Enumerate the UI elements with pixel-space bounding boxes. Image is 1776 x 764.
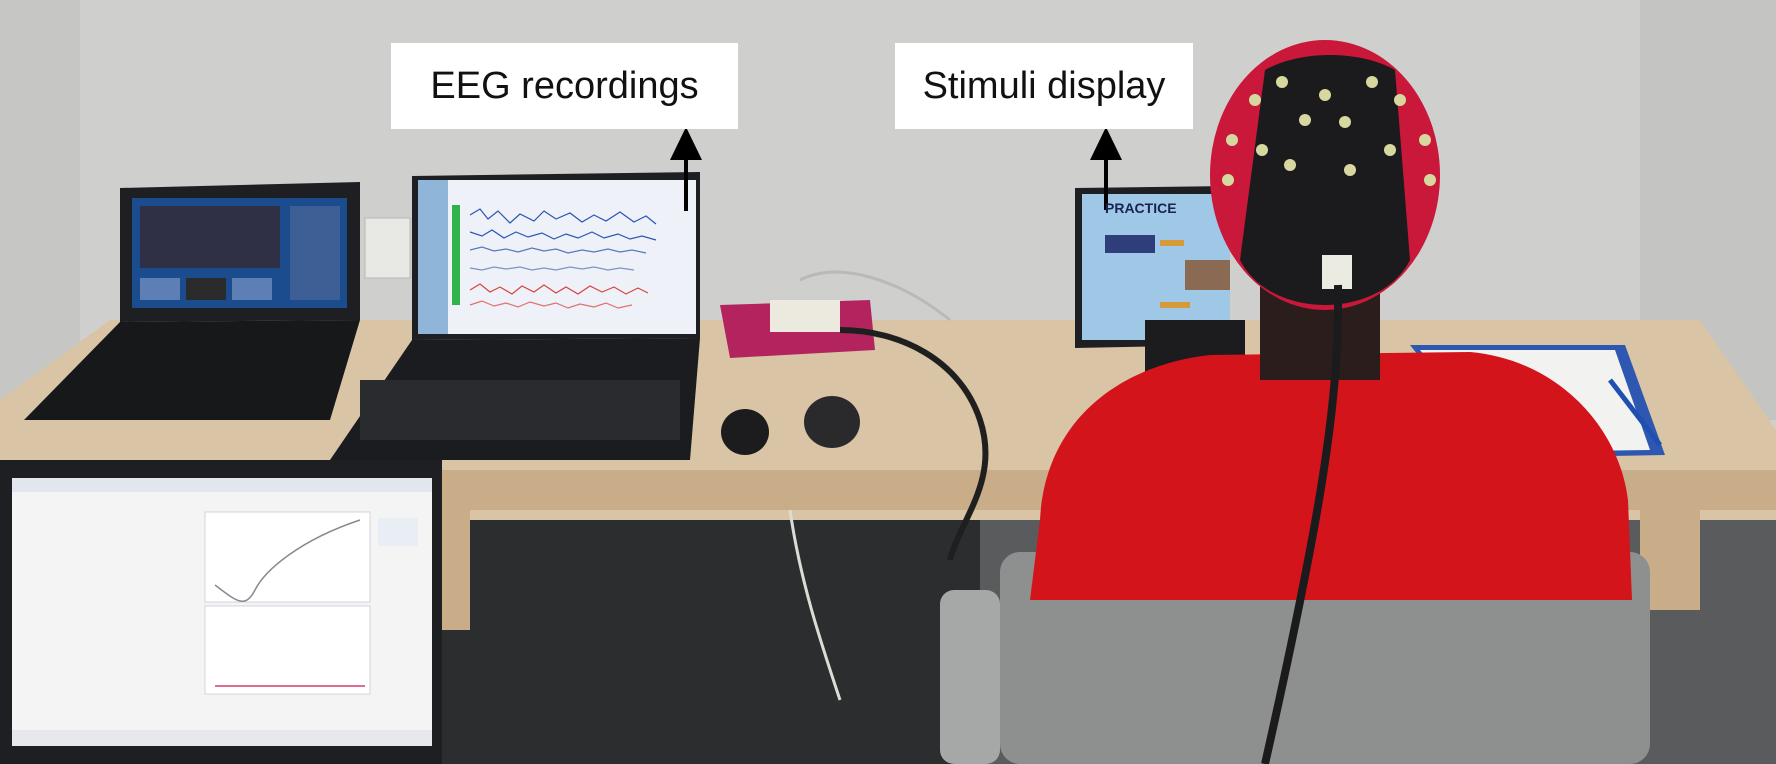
under-desk bbox=[440, 500, 980, 764]
cable bbox=[839, 327, 989, 561]
stimuli-display-label: Stimuli display bbox=[895, 43, 1193, 129]
pen bbox=[1608, 378, 1662, 447]
cap-cable bbox=[1261, 284, 1343, 764]
wall-socket bbox=[364, 217, 411, 279]
arrow-up-icon bbox=[1090, 127, 1122, 210]
inset-taskbar bbox=[12, 730, 432, 746]
amplifier-box bbox=[770, 300, 840, 332]
practice-slide-title: PRACTICE bbox=[1105, 200, 1177, 216]
desk-leg bbox=[440, 510, 470, 630]
cap-connector bbox=[1322, 255, 1352, 289]
mouse-2 bbox=[804, 396, 860, 448]
left-wall bbox=[0, 0, 80, 400]
mouse-1 bbox=[721, 409, 769, 455]
eeg-screen bbox=[418, 180, 696, 334]
eeg-electrodes bbox=[1222, 76, 1436, 186]
laptop-1-waveform-panel bbox=[140, 206, 280, 268]
eeg-traces bbox=[469, 208, 657, 309]
inset-chart-2 bbox=[204, 605, 371, 695]
eeg-cap-center bbox=[1240, 55, 1410, 305]
arrow-up-icon bbox=[670, 127, 702, 211]
chair bbox=[1000, 552, 1650, 764]
person-shirt bbox=[1030, 352, 1632, 600]
eeg-recordings-label: EEG recordings bbox=[391, 43, 738, 129]
laptop-1-keyboard bbox=[24, 320, 360, 420]
